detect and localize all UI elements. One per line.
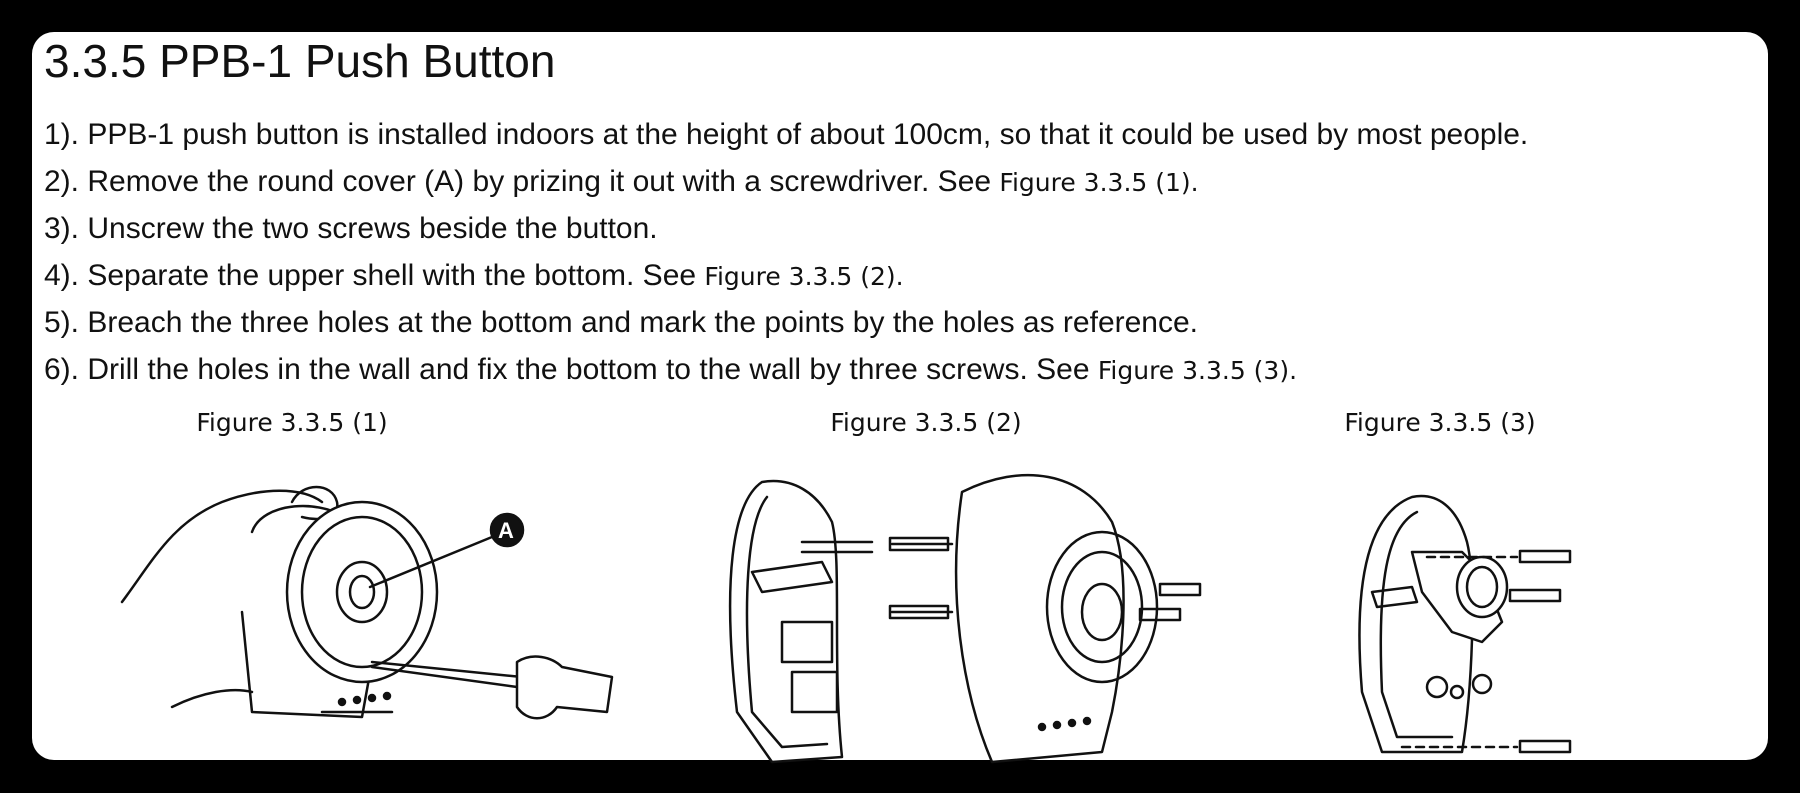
section-title: 3.3.5 PPB-1 Push Button <box>44 35 556 87</box>
figure-reference: Figure 3.3.5 (2). <box>704 261 904 291</box>
step-text: 2). Remove the round cover (A) by prizin… <box>44 164 1000 198</box>
step-text: 6). Drill the holes in the wall and fix … <box>44 352 1098 386</box>
step-text: 3). Unscrew the two screws beside the bu… <box>44 212 658 245</box>
figure-3-caption: Figure 3.3.5 (3) <box>1344 408 1536 437</box>
step-text: 1). PPB-1 push button is installed indoo… <box>44 118 1529 151</box>
callout-a-label: A <box>498 518 514 543</box>
figure-1-caption: Figure 3.3.5 (1) <box>196 408 388 437</box>
instruction-step-3: 3). Unscrew the two screws beside the bu… <box>44 206 1528 253</box>
instruction-step-2: 2). Remove the round cover (A) by prizin… <box>44 159 1528 207</box>
figure-3-illustration <box>1358 494 1572 754</box>
step-text: 5). Breach the three holes at the bottom… <box>44 306 1199 339</box>
manual-page: 3.3.5 PPB-1 Push Button 1). PPB-1 push b… <box>32 32 1768 764</box>
figure-1-illustration: A <box>120 485 614 720</box>
step-text: 4). Separate the upper shell with the bo… <box>44 258 705 292</box>
instruction-step-6: 6). Drill the holes in the wall and fix … <box>44 347 1528 395</box>
instruction-step-5: 5). Breach the three holes at the bottom… <box>44 300 1528 347</box>
figure-2-caption: Figure 3.3.5 (2) <box>830 408 1022 437</box>
figure-2-illustration <box>728 473 1202 764</box>
instruction-list: 1). PPB-1 push button is installed indoo… <box>44 112 1528 394</box>
figure-reference: Figure 3.3.5 (3). <box>1097 355 1298 385</box>
figure-reference: Figure 3.3.5 (1). <box>999 167 1199 197</box>
instruction-step-1: 1). PPB-1 push button is installed indoo… <box>44 112 1528 159</box>
instruction-step-4: 4). Separate the upper shell with the bo… <box>44 253 1528 301</box>
